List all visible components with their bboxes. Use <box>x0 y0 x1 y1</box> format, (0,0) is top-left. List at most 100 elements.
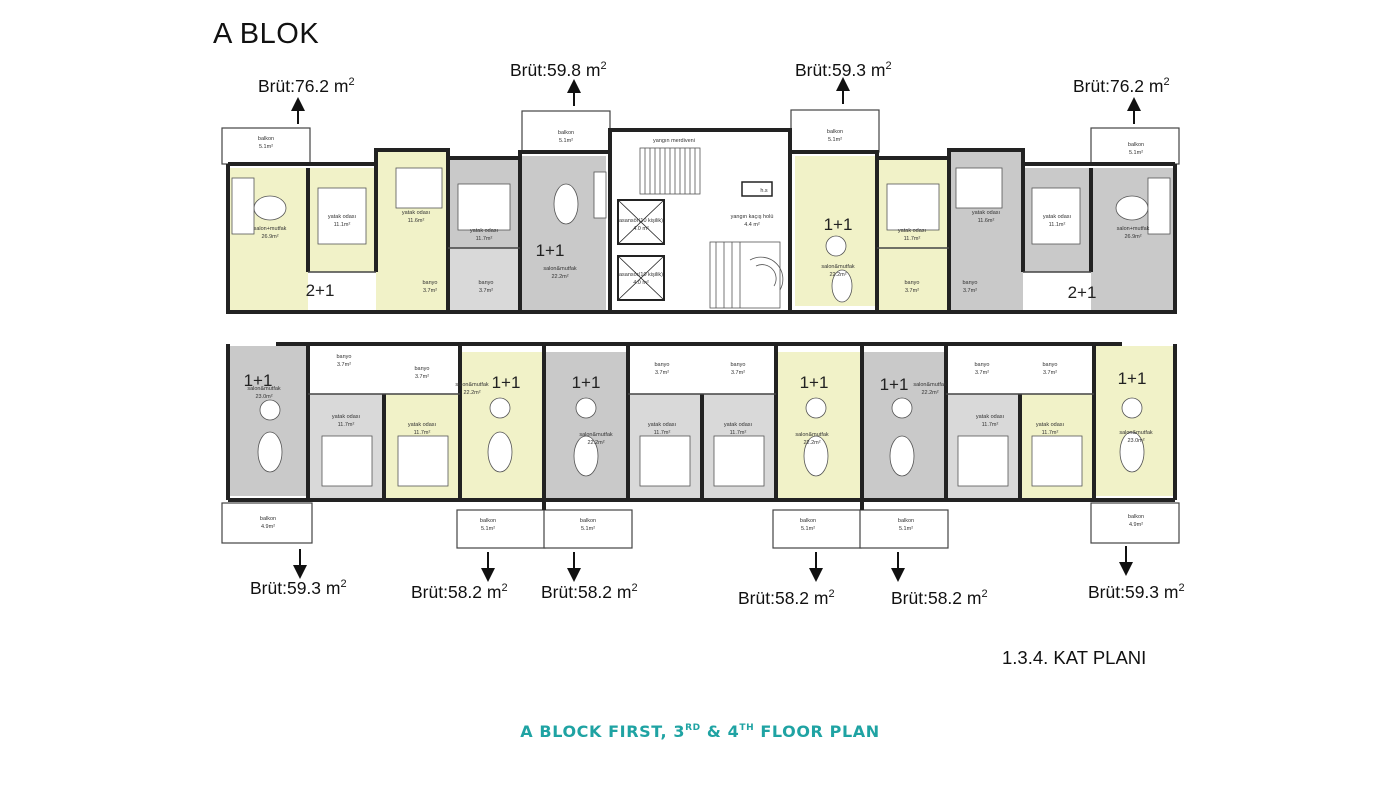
area-arrows <box>291 77 1141 582</box>
room-label: yatak odası <box>408 422 436 428</box>
room-label: salon+mutfak <box>1117 226 1150 232</box>
balkon-area: 5.1m² <box>801 526 815 532</box>
block-title: A BLOK <box>213 18 320 50</box>
room-area: 4.0 m² <box>633 280 649 286</box>
room-label: yatak odası <box>470 228 498 234</box>
balkon-area: 5.1m² <box>559 138 573 144</box>
room-label: yatak odası <box>648 422 676 428</box>
balkon-label: balkon <box>580 518 596 524</box>
balkon-area: 5.1m² <box>1129 150 1143 156</box>
room-label: asansör(10 kişilik) <box>619 272 663 278</box>
room-area: 11.7m² <box>338 422 355 428</box>
balkon-label: balkon <box>480 518 496 524</box>
area-label-bottom-4: Brüt:58.2 m2 <box>738 588 835 608</box>
room-area: 3.7m² <box>905 288 919 294</box>
room-label: yatak odası <box>328 214 356 220</box>
area-label-top-2: Brüt:59.8 m2 <box>510 60 607 80</box>
room-label: salon+mutfak <box>254 226 287 232</box>
balkon-area: 5.1m² <box>828 137 842 143</box>
walls <box>226 148 1177 510</box>
balkon-area: 5.1m² <box>481 526 495 532</box>
room-area: 11.6m² <box>978 218 995 224</box>
room-label: salon&mutfak <box>455 382 489 388</box>
unit-type-1plus1: 1+1 <box>492 373 521 392</box>
room-label: asansör(10 kişilik) <box>619 218 663 224</box>
corridor <box>276 312 1122 344</box>
room-area: 11.7m² <box>654 430 671 436</box>
room-area: 3.7m² <box>1043 370 1057 376</box>
balkon-label: balkon <box>558 130 574 136</box>
room-area: 11.6m² <box>408 218 425 224</box>
balkon-area: 5.1m² <box>259 144 273 150</box>
room-label: banyo <box>655 362 670 368</box>
unit-type-1plus1: 1+1 <box>572 373 601 392</box>
unit-type-2plus1: 2+1 <box>306 281 335 300</box>
bottom-balconies <box>221 502 1180 549</box>
unit-type-1plus1: 1+1 <box>536 241 565 260</box>
room-label: banyo <box>423 280 438 286</box>
room-label: banyo <box>963 280 978 286</box>
room-label: yatak odası <box>1036 422 1064 428</box>
room-label: banyo <box>731 362 746 368</box>
room-label: banyo <box>337 354 352 360</box>
room-label: salon&mutfak <box>1119 430 1153 436</box>
room-label: yatak odası <box>972 210 1000 216</box>
room-label: yangın kaçış holü <box>731 214 774 220</box>
room-area: 11.7m² <box>730 430 747 436</box>
room-area: 11.7m² <box>904 236 921 242</box>
room-area: 11.1m² <box>334 222 351 228</box>
unit-type-1plus1: 1+1 <box>1118 369 1147 388</box>
area-label-top-4: Brüt:76.2 m2 <box>1073 76 1170 96</box>
room-label: salon&mutfak <box>821 264 855 270</box>
unit-type-1plus1: 1+1 <box>880 375 909 394</box>
room-area: 3.7m² <box>975 370 989 376</box>
furniture <box>231 167 1171 487</box>
balkon-label: balkon <box>1128 142 1144 148</box>
room-label: salon&mutfak <box>913 382 947 388</box>
room-label: salon&mutfak <box>247 386 281 392</box>
area-label-bottom-2: Brüt:58.2 m2 <box>411 582 508 602</box>
area-label-bottom-1: Brüt:59.3 m2 <box>250 578 347 598</box>
unit-type-2plus1: 2+1 <box>1068 283 1097 302</box>
room-area: 22.2m² <box>551 274 568 280</box>
room-label: salon&mutfak <box>795 432 829 438</box>
room-area: 22.2m² <box>463 390 480 396</box>
unit-type-1plus1: 1+1 <box>800 373 829 392</box>
room-area: 3.7m² <box>731 370 745 376</box>
room-area: 11.7m² <box>414 430 431 436</box>
balkon-label: balkon <box>827 129 843 135</box>
room-area: 22.2m² <box>829 272 846 278</box>
area-label-top-1: Brüt:76.2 m2 <box>258 76 355 96</box>
room-label: yatak odası <box>898 228 926 234</box>
room-area: 26.9m² <box>1124 234 1141 240</box>
room-label: yatak odası <box>976 414 1004 420</box>
balkon-area: 4.9m² <box>1129 522 1143 528</box>
area-label-top-3: Brüt:59.3 m2 <box>795 60 892 80</box>
unit-type-1plus1: 1+1 <box>824 215 853 234</box>
room-area: 3.7m² <box>655 370 669 376</box>
room-area: 4.0 m² <box>633 226 649 232</box>
room-area: 23.0m² <box>255 394 272 400</box>
partition-walls <box>308 247 1094 395</box>
area-label-bottom-3: Brüt:58.2 m2 <box>541 582 638 602</box>
balkon-area: 4.9m² <box>261 524 275 530</box>
unit-type-labels: 2+1 1+1 1+1 2+1 1+1 1+1 1+1 1+1 1+1 1+1 <box>244 215 1147 394</box>
room-area: 3.7m² <box>415 374 429 380</box>
room-area: 22.2m² <box>587 440 604 446</box>
room-area: 11.1m² <box>1049 222 1066 228</box>
room-area: 26.9m² <box>261 234 278 240</box>
room-label: salon&mutfak <box>543 266 577 272</box>
hs-label: h.s <box>760 188 768 194</box>
room-area: 11.7m² <box>1042 430 1059 436</box>
room-label: banyo <box>1043 362 1058 368</box>
room-labels: balkon 5.1m² balkon 5.1m² balkon 5.1m² b… <box>247 129 1153 532</box>
room-label: banyo <box>479 280 494 286</box>
room-area: 3.7m² <box>963 288 977 294</box>
room-label: salon&mutfak <box>579 432 613 438</box>
room-label: yatak odası <box>402 210 430 216</box>
area-label-bottom-6: Brüt:59.3 m2 <box>1088 582 1185 602</box>
balkon-label: balkon <box>800 518 816 524</box>
balkon-label: balkon <box>258 136 274 142</box>
room-area: 3.7m² <box>423 288 437 294</box>
